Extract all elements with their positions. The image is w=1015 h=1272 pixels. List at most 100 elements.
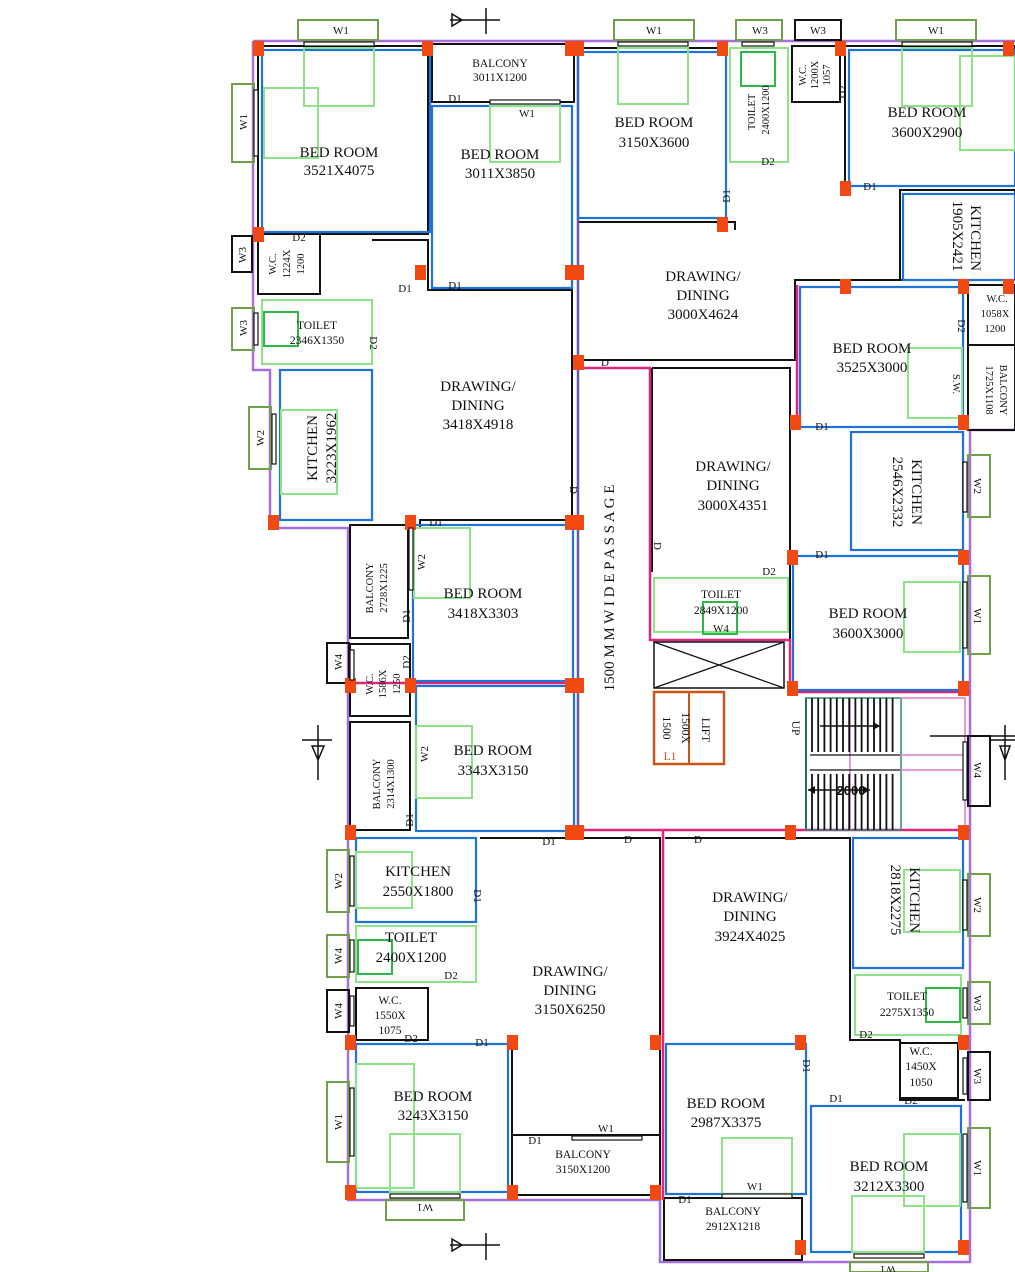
column bbox=[958, 1240, 969, 1255]
door-label: D1 bbox=[475, 1037, 488, 1049]
toilet-n-name: TOILET bbox=[747, 93, 758, 130]
wc-n-name: W.C. bbox=[798, 64, 809, 85]
column bbox=[573, 678, 584, 693]
column bbox=[345, 1035, 356, 1050]
door-label: D bbox=[567, 486, 579, 494]
room-dim-bed-sw: 3243X3150 bbox=[398, 1108, 469, 1124]
window-label: W1 bbox=[880, 1263, 896, 1272]
lift-dim1: 1500X bbox=[679, 712, 691, 744]
window-label: W1 bbox=[417, 1201, 433, 1213]
door-label: D1 bbox=[678, 1194, 691, 1206]
door-label: D1 bbox=[528, 1135, 541, 1147]
drawing-n-name1: DRAWING/ bbox=[665, 269, 741, 285]
window-label: W4 bbox=[333, 1003, 345, 1019]
column bbox=[787, 550, 798, 565]
column bbox=[565, 678, 576, 693]
window-label: W2 bbox=[416, 554, 428, 570]
drawing-w-dim: 3418X4918 bbox=[443, 417, 514, 433]
door-label: D1 bbox=[829, 1093, 842, 1105]
toilet-c-dim: 2849X1200 bbox=[694, 605, 749, 617]
door-label: D1 bbox=[815, 421, 828, 433]
room-name-bed-s2: BED ROOM bbox=[687, 1096, 766, 1112]
door-label: D1 bbox=[800, 1059, 812, 1072]
kitchen-sw-dim: 2550X1800 bbox=[383, 884, 454, 900]
column bbox=[958, 825, 969, 840]
column bbox=[405, 515, 416, 530]
room-dim-bed-n2: 3011X3850 bbox=[465, 166, 535, 182]
room-name-bed-n3: BED ROOM bbox=[615, 115, 694, 131]
door-label: D2 bbox=[444, 970, 457, 982]
lift-dim2: 1500 bbox=[660, 717, 672, 740]
drawing-c-name2: DINING bbox=[706, 478, 759, 494]
wc-nw-dim1: 1224X bbox=[282, 249, 293, 278]
column bbox=[422, 41, 433, 56]
room-name-bed-w1: BED ROOM bbox=[444, 586, 523, 602]
balcony-w2-dim: 2314X1300 bbox=[386, 759, 397, 809]
toilet-se-dim: 2275X1350 bbox=[880, 1007, 935, 1019]
room-name-bed-ne: BED ROOM bbox=[888, 105, 967, 121]
column bbox=[650, 1035, 661, 1050]
column bbox=[565, 515, 576, 530]
door-label: D1 bbox=[863, 181, 876, 193]
column bbox=[565, 265, 576, 280]
room-name-bed-e2: BED ROOM bbox=[829, 606, 908, 622]
room-dim-bed-nw: 3521X4075 bbox=[304, 163, 375, 179]
drawing-se-name2: DINING bbox=[723, 909, 776, 925]
room-name-bed-nw: BED ROOM bbox=[300, 145, 379, 161]
window-label: W4 bbox=[971, 762, 983, 778]
column bbox=[787, 681, 798, 696]
door-label: D2 bbox=[762, 566, 775, 578]
window-label: W3 bbox=[237, 247, 249, 263]
column bbox=[573, 515, 584, 530]
balcony-s-dim: 3150X1200 bbox=[556, 1164, 611, 1176]
door-label: D2 bbox=[401, 655, 413, 668]
door-label: D bbox=[601, 357, 609, 369]
column bbox=[958, 415, 969, 430]
door-label: D bbox=[651, 542, 663, 550]
column bbox=[253, 227, 264, 242]
door-label: D2 bbox=[761, 156, 774, 168]
toilet-w-dim: 2346X1350 bbox=[290, 335, 345, 347]
column bbox=[1003, 279, 1014, 294]
sw-label: S.W. bbox=[950, 374, 961, 394]
window-label: W1 bbox=[333, 25, 349, 37]
door-label: D1 bbox=[542, 836, 555, 848]
window-label: W1 bbox=[971, 1160, 983, 1176]
balcony-e-dim: 1725X1108 bbox=[983, 365, 994, 414]
balcony-n-name: BALCONY bbox=[472, 58, 528, 70]
drawing-sw-dim: 3150X6250 bbox=[535, 1002, 606, 1018]
window-label: W4 bbox=[333, 654, 345, 670]
room-name-bed-n2: BED ROOM bbox=[461, 147, 540, 163]
wc-se-dim2: 1050 bbox=[910, 1077, 933, 1089]
drawing-w-name2: DINING bbox=[451, 398, 504, 414]
drawing-sw-name2: DINING bbox=[543, 983, 596, 999]
wc-fixtures bbox=[263, 51, 961, 1023]
window-label: W1 bbox=[238, 114, 250, 130]
window-label: W2 bbox=[971, 478, 983, 494]
balcony-n-dim: 3011X1200 bbox=[473, 72, 527, 84]
column bbox=[958, 550, 969, 565]
lift-name: LIFT bbox=[699, 718, 711, 742]
door-label: D1 bbox=[398, 283, 411, 295]
drawing-w-name1: DRAWING/ bbox=[440, 379, 516, 395]
wc-sw-dim2: 1075 bbox=[379, 1025, 402, 1037]
column bbox=[835, 41, 846, 56]
window-label: W1 bbox=[971, 608, 983, 624]
kitchen-w-name: KITCHEN bbox=[305, 415, 321, 481]
kitchen-ne-name: KITCHEN bbox=[967, 205, 983, 271]
toilet-sw-name: TOILET bbox=[385, 930, 437, 946]
window-label: W3 bbox=[752, 25, 768, 37]
column bbox=[573, 41, 584, 56]
room-name-bed-e1: BED ROOM bbox=[833, 341, 912, 357]
walls bbox=[257, 43, 1015, 1261]
window-label: W2 bbox=[419, 746, 431, 762]
drawing-n-name2: DINING bbox=[676, 288, 729, 304]
balcony-w1-dim: 2728X1225 bbox=[379, 563, 390, 613]
wc-n-dim2: 1057 bbox=[822, 65, 833, 86]
door-labels: D1 D1 D1 D2 D2 D1 D2 D2 D1 D D2 D1 D1 D … bbox=[292, 85, 967, 1206]
kitchen-w-dim: 3223X1962 bbox=[324, 413, 340, 484]
column bbox=[268, 515, 279, 530]
door-label: D2 bbox=[292, 232, 305, 244]
room-dim-bed-e2: 3600X3000 bbox=[833, 626, 904, 642]
drawing-c-name1: DRAWING/ bbox=[695, 459, 771, 475]
